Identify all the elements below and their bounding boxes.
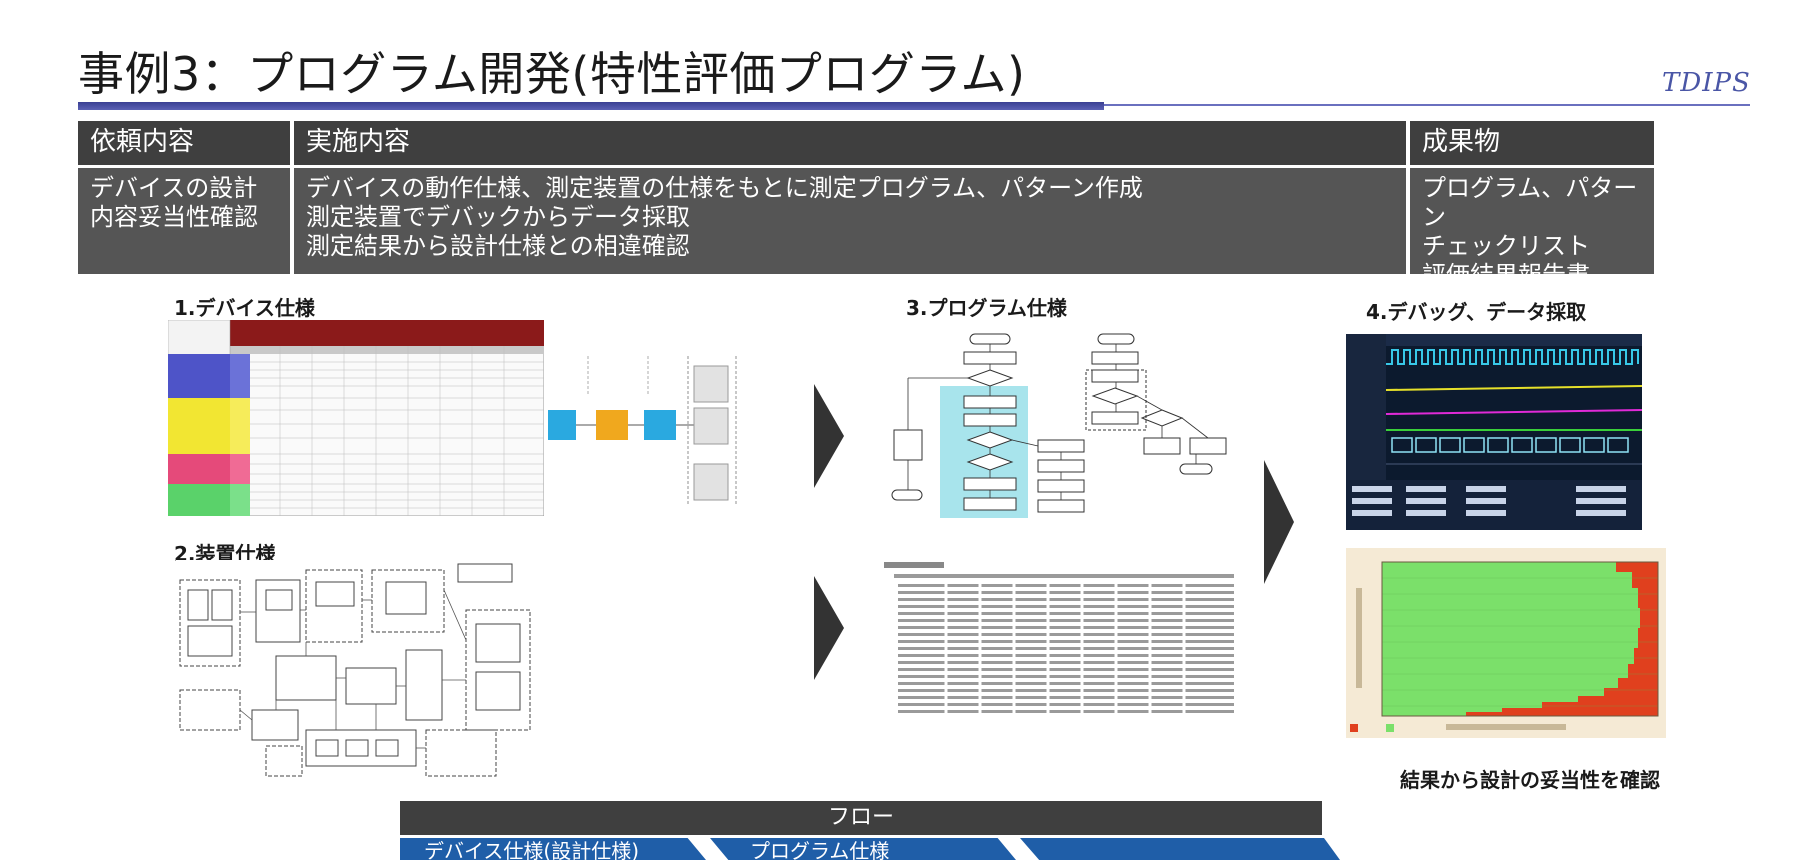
summary-table: 依頼内容 実施内容 成果物 デバイスの設計 内容妥当性確認 デバイスの動作仕様、… bbox=[78, 121, 1654, 274]
jtag-chain-image bbox=[548, 336, 790, 516]
equipment-block-diagram-image bbox=[176, 560, 538, 782]
section-label-program-spec: 3.プログラム仕様 bbox=[906, 296, 1067, 320]
company-logo: TDIPS bbox=[1662, 68, 1751, 98]
table-cell-deliverables: プログラム、パターン チェックリスト 評価結果報告書 bbox=[1410, 168, 1654, 274]
table-header-work: 実施内容 bbox=[294, 121, 1406, 165]
table-header-request: 依頼内容 bbox=[78, 121, 290, 165]
program-flowchart-image bbox=[890, 330, 1240, 522]
section-label-device-spec: 1.デバイス仕様 bbox=[174, 296, 315, 320]
register-map-image bbox=[168, 320, 544, 516]
flow-step-label: デバイス仕様(設計仕様) bbox=[424, 839, 640, 860]
flow-step-label: プログラム仕様 bbox=[750, 839, 890, 860]
flow-step-program-spec: プログラム仕様 bbox=[710, 838, 1016, 860]
section-label-debug: 4.デバッグ、データ採取 bbox=[1366, 300, 1587, 324]
pattern-listing-image bbox=[884, 560, 1244, 720]
result-caption: 結果から設計の妥当性を確認 bbox=[1400, 768, 1660, 792]
oscilloscope-image bbox=[1346, 334, 1642, 530]
title-underline bbox=[78, 102, 1104, 110]
table-cell-work: デバイスの動作仕様、測定装置の仕様をもとに測定プログラム、パターン作成 測定装置… bbox=[294, 168, 1406, 274]
page-title: 事例3：プログラム開発(特性評価プログラム) bbox=[78, 47, 1026, 101]
arrow-right-icon bbox=[814, 384, 844, 488]
flow-title-bar: フロー bbox=[400, 801, 1322, 835]
table-header-deliverables: 成果物 bbox=[1410, 121, 1654, 165]
arrow-right-icon bbox=[1264, 460, 1294, 584]
flow-step-debug bbox=[1020, 838, 1340, 860]
title-underline-thin bbox=[1104, 104, 1750, 106]
flow-step-device-spec: デバイス仕様(設計仕様) bbox=[400, 838, 706, 860]
table-cell-request: デバイスの設計 内容妥当性確認 bbox=[78, 168, 290, 274]
shmoo-plot-image bbox=[1346, 548, 1666, 738]
arrow-right-icon bbox=[814, 576, 844, 680]
